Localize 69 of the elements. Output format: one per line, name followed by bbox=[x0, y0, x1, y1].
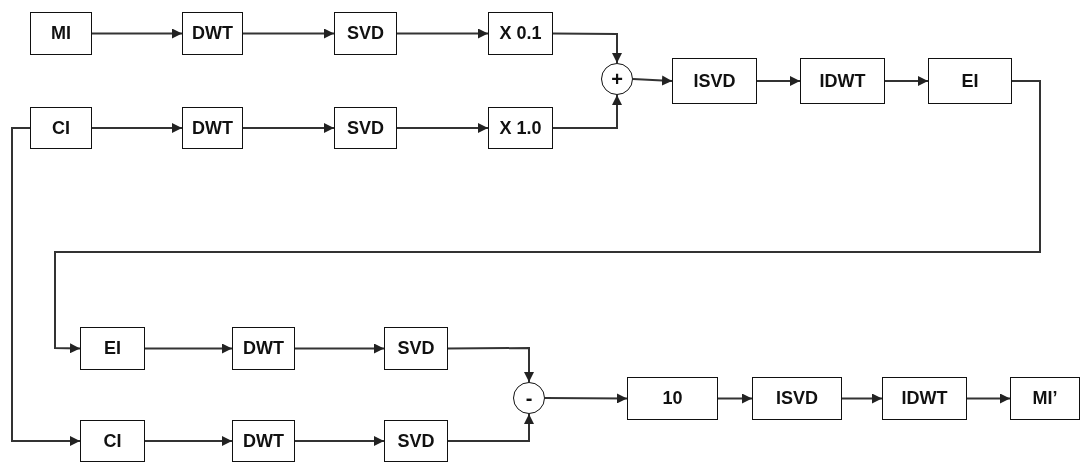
node-label: - bbox=[525, 386, 533, 410]
node-label: X 0.1 bbox=[499, 23, 542, 44]
arrow bbox=[242, 28, 335, 39]
process-box bbox=[334, 12, 397, 55]
process-box bbox=[30, 107, 92, 149]
arrow bbox=[91, 123, 183, 133]
node-label: SVD bbox=[397, 338, 435, 359]
arrow bbox=[552, 94, 622, 129]
arrow bbox=[884, 76, 929, 86]
arrow bbox=[966, 393, 1011, 404]
process-box bbox=[182, 12, 243, 55]
process-box bbox=[384, 420, 448, 462]
arrow bbox=[632, 75, 673, 86]
node-label: EI bbox=[961, 70, 979, 92]
node-label: SVD bbox=[347, 23, 384, 44]
process-box bbox=[232, 420, 295, 462]
node-label: CI bbox=[52, 117, 70, 139]
arrow bbox=[717, 393, 753, 404]
node-label: MI bbox=[51, 23, 71, 44]
node-label: DWT bbox=[192, 23, 233, 44]
process-box bbox=[800, 58, 885, 104]
arrow bbox=[841, 393, 883, 404]
operator-circle bbox=[601, 63, 633, 95]
arrow bbox=[144, 343, 233, 354]
node-label: SVD bbox=[347, 117, 384, 139]
process-box bbox=[182, 107, 243, 149]
node-label: IDWT bbox=[901, 388, 948, 409]
process-box bbox=[488, 12, 553, 55]
process-box bbox=[1010, 377, 1080, 420]
arrow bbox=[396, 28, 489, 39]
arrow bbox=[447, 413, 534, 442]
arrow bbox=[242, 123, 335, 133]
node-label: SVD bbox=[397, 430, 435, 452]
arrow bbox=[294, 436, 385, 446]
node-label: ISVD bbox=[776, 388, 818, 409]
process-box bbox=[384, 327, 448, 370]
process-box bbox=[928, 58, 1012, 104]
arrow bbox=[544, 393, 628, 404]
node-label: X 1.0 bbox=[499, 117, 542, 139]
arrow bbox=[144, 436, 233, 446]
process-box bbox=[488, 107, 553, 149]
node-label: CI bbox=[103, 430, 122, 452]
process-box bbox=[627, 377, 718, 420]
process-box bbox=[334, 107, 397, 149]
arrow bbox=[756, 76, 801, 86]
process-box bbox=[80, 420, 145, 462]
node-label: DWT bbox=[192, 117, 233, 139]
arrow bbox=[396, 123, 489, 133]
process-box bbox=[80, 327, 145, 370]
node-label: DWT bbox=[243, 338, 284, 359]
process-box bbox=[752, 377, 842, 420]
arrow bbox=[447, 347, 534, 383]
process-box bbox=[672, 58, 757, 104]
node-label: DWT bbox=[243, 430, 284, 452]
node-label: MI’ bbox=[1032, 388, 1058, 409]
arrow bbox=[54, 80, 1041, 354]
arrow bbox=[91, 28, 183, 39]
arrow bbox=[11, 127, 81, 446]
node-label: EI bbox=[104, 338, 121, 359]
node-label: + bbox=[611, 67, 623, 91]
process-box bbox=[232, 327, 295, 370]
arrow bbox=[552, 32, 622, 64]
node-label: 10 bbox=[662, 388, 683, 409]
process-box bbox=[882, 377, 967, 420]
node-label: IDWT bbox=[819, 70, 866, 92]
operator-circle bbox=[513, 382, 545, 414]
process-box bbox=[30, 12, 92, 55]
arrow bbox=[294, 343, 385, 354]
node-label: ISVD bbox=[693, 70, 736, 92]
